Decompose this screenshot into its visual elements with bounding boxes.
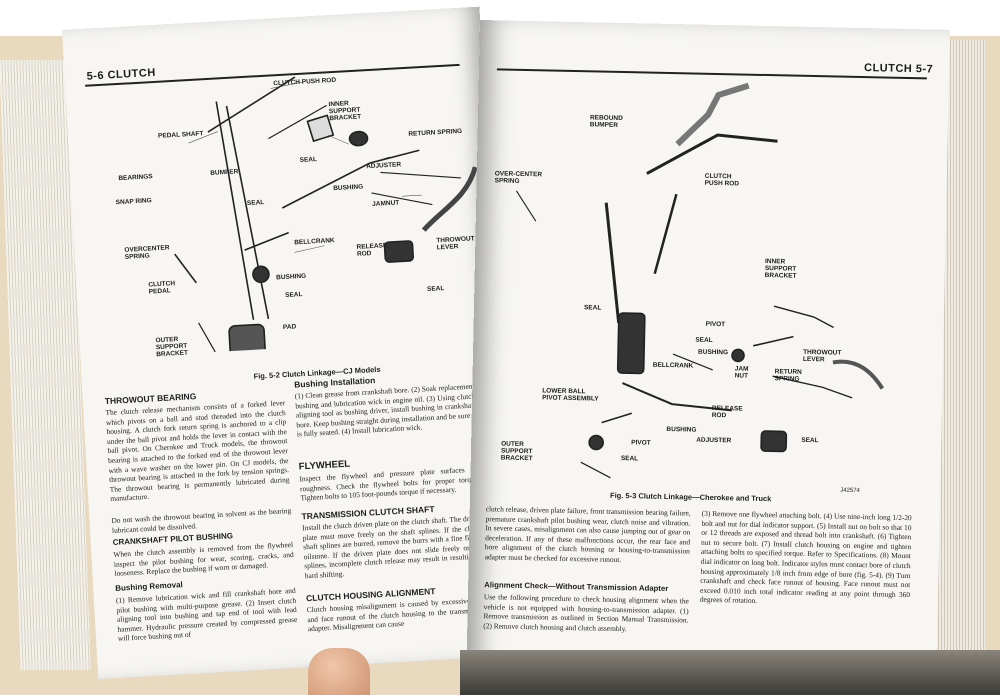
label-throwout-lever: THROWOUT LEVER [436, 235, 475, 252]
para-dial-indicator-steps: (3) Remove one flywheel attaching bolt. … [699, 508, 912, 606]
para-throwout-bearing: The clutch release mechanism consists of… [105, 398, 290, 504]
right-page: CLUTCH 5-7 [466, 20, 950, 690]
left-page: 5-6 CLUTCH [62, 6, 516, 679]
label-release-rod: RELEASE ROD [356, 242, 388, 258]
label-inner-support-bracket-r: INNER SUPPORT BRACKET [764, 258, 797, 280]
para-alignment-check: Use the following procedure to check hou… [483, 592, 689, 633]
label-bellcrank-r: BELLCRANK [652, 361, 694, 370]
label-bushing-r: BUSHING [698, 348, 729, 357]
label-over-center-spring: OVER-CENTER SPRING [494, 170, 543, 185]
para-transmission-clutch-shaft: Install the clutch driven plate on the c… [301, 513, 485, 581]
label-release-rod-r: RELEASE ROD [711, 404, 743, 420]
para-crankshaft-pilot-bushing: When the clutch assembly is removed from… [113, 539, 294, 579]
label-seal-3: SEAL [284, 290, 303, 299]
label-seal-r: SEAL [583, 304, 602, 312]
label-seal: SEAL [299, 155, 318, 164]
label-overcenter-spring: OVERCENTER SPRING [124, 244, 170, 261]
figure-code: J42574 [840, 487, 860, 495]
label-outer-support-bracket-r: OUTER SUPPORT BRACKET [500, 440, 533, 463]
label-seal-r2: SEAL [695, 336, 713, 344]
label-seal-2: SEAL [246, 198, 265, 207]
para-bushing-removal: (1) Remove lubrication wick and fill cra… [115, 585, 298, 644]
thumb [308, 648, 370, 695]
label-inner-support-bracket: INNER SUPPORT BRACKET [328, 100, 362, 123]
label-clutch-push-rod-r: CLUTCH PUSH ROD [704, 172, 740, 188]
label-adjuster-r: ADJUSTER [696, 436, 732, 445]
label-pad: PAD [282, 323, 297, 332]
label-pivot-r2: PIVOT [631, 439, 651, 447]
label-seal-r3: SEAL [801, 436, 819, 445]
cj-clutch-linkage-diagram [174, 76, 478, 357]
heading-flywheel: FLYWHEEL [298, 458, 351, 473]
heading-bushing-removal: Bushing Removal [115, 580, 183, 593]
label-pivot-r: PIVOT [705, 320, 726, 329]
label-return-spring-r: RETURN SPRING [774, 368, 802, 383]
cherokee-clutch-linkage-diagram [515, 82, 885, 479]
heading-alignment-check: Alignment Check—Without Transmission Ada… [484, 580, 669, 594]
para-bushing-installation: (1) Clean grease from crankshaft bore. (… [294, 381, 477, 439]
label-outer-support-bracket: OUTER SUPPORT BRACKET [155, 336, 189, 359]
label-seal-4: SEAL [426, 285, 445, 294]
para-do-not-wash: Do not wash the throwout bearing in solv… [111, 505, 292, 535]
label-rebound-bumper: REBOUND BUMPER [589, 114, 623, 129]
label-jam-nut-r: JAM NUT [734, 365, 749, 380]
label-lower-ball-pivot-assembly: LOWER BALL PIVOT ASSEMBLY [542, 387, 599, 403]
para-clutch-release-misalignment: clutch release, driven plate failure, fr… [484, 504, 691, 565]
label-seal-r4: SEAL [620, 455, 639, 463]
label-bushing-r2: BUSHING [666, 425, 697, 434]
label-clutch-pedal: CLUTCH PEDAL [148, 280, 176, 296]
label-throwout-lever-r: THROWOUT LEVER [802, 348, 842, 364]
desk-surface [460, 650, 1000, 695]
